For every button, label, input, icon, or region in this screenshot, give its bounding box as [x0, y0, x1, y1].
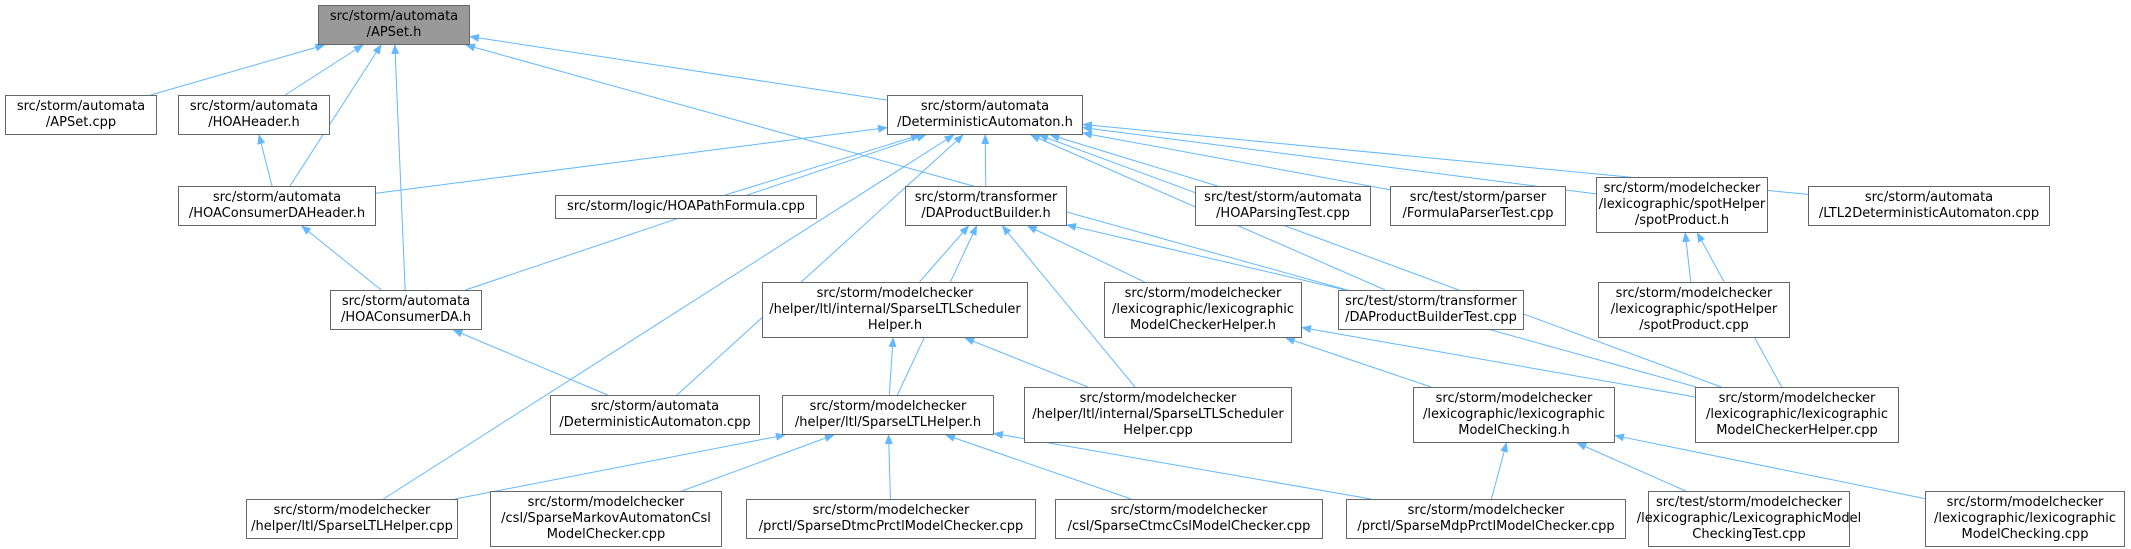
dependency-edge-n24-to-n17	[944, 434, 1132, 500]
dependency-edge-n11-to-n0	[391, 44, 406, 291]
node-sparseltlhelper-h[interactable]: src/storm/modelchecker /helper/ltl/Spars…	[782, 395, 994, 435]
dependency-edge-n13-to-n6	[1026, 225, 1145, 283]
node-lexicographicmodelcheckingtest-cpp[interactable]: src/test/storm/modelchecker /lexicograph…	[1637, 491, 1861, 547]
dependency-edge-n4-to-n2	[257, 134, 273, 187]
edge-layer	[150, 33, 1926, 500]
node-sparsemarkovautomatoncslmodelchecker-cpp[interactable]: src/storm/modelchecker /csl/SparseMarkov…	[490, 491, 722, 547]
node-lexicographicmodelchecking-h[interactable]: src/storm/modelchecker /lexicographic/le…	[1413, 387, 1615, 443]
dependency-edge-n4-to-n0	[289, 44, 382, 187]
node-hoaparsingtest-cpp[interactable]: src/test/storm/automata /HOAParsingTest.…	[1195, 186, 1371, 226]
dependency-edge-n21-to-n3	[383, 134, 955, 500]
node-hoapathformula-cpp[interactable]: src/storm/logic/HOAPathFormula.cpp	[555, 195, 817, 219]
dependency-edge-n11-to-n4	[301, 225, 382, 291]
dependency-edge-n12-to-n6	[919, 225, 970, 283]
node-lexicographicmodelcheckerhelper-h[interactable]: src/storm/modelchecker /lexicographic/le…	[1104, 282, 1302, 338]
dependency-edge-n20-to-n0	[464, 43, 1697, 388]
dependency-edge-n6-to-n3	[981, 134, 990, 187]
dependency-edge-n25-to-n17	[993, 431, 1372, 500]
dependency-edge-n20-to-n13	[1301, 325, 1696, 398]
node-apset-cpp[interactable]: src/storm/automata /APSet.cpp	[5, 95, 157, 135]
dependency-edge-n3-to-n0	[469, 33, 888, 101]
node-sparsectmccslmodelchecker-cpp[interactable]: src/storm/modelchecker /csl/SparseCtmcCs…	[1055, 499, 1323, 539]
node-hoaconsumerdaheader-h[interactable]: src/storm/automata /HOAConsumerDAHeader.…	[178, 186, 376, 226]
dependency-edge-n1-to-n0	[150, 43, 326, 96]
dependency-edge-n26-to-n19	[1576, 442, 1686, 492]
node-sparsemdpprctlmodelchecker-cpp[interactable]: src/storm/modelchecker /prctl/SparseMdpP…	[1346, 499, 1626, 539]
dependency-edge-n22-to-n17	[681, 434, 835, 492]
node-lexicographicmodelcheckerhelper-cpp[interactable]: src/storm/modelchecker /lexicographic/le…	[1695, 387, 1899, 443]
node-ltl2deterministicautomaton-cpp[interactable]: src/storm/automata /LTL2DeterministicAut…	[1808, 186, 2050, 226]
dependency-edge-n16-to-n11	[452, 329, 608, 396]
node-daproductbuilder-h[interactable]: src/storm/transformer /DAProductBuilder.…	[905, 186, 1067, 226]
node-daproductbuildertest-cpp[interactable]: src/test/storm/transformer /DAProductBui…	[1338, 290, 1524, 330]
dependency-edge-n27-to-n19	[1614, 433, 1926, 500]
node-sparseltlschedulerhelper-cpp[interactable]: src/storm/modelchecker /helper/ltl/inter…	[1024, 387, 1292, 443]
node-sparseltlschedulerhelper-h[interactable]: src/storm/modelchecker /helper/ltl/inter…	[762, 282, 1028, 338]
dependency-edge-n23-to-n17	[884, 434, 893, 500]
node-spotproduct-cpp[interactable]: src/storm/modelchecker /lexicographic/sp…	[1598, 282, 1790, 338]
dependency-edge-n19-to-n13	[1284, 337, 1432, 388]
node-formulaparsertest-cpp[interactable]: src/test/storm/parser /FormulaParserTest…	[1390, 186, 1566, 226]
dependency-edge-n18-to-n6	[1001, 225, 1136, 388]
dependency-edge-n2-to-n0	[284, 44, 364, 96]
dependency-edge-n25-to-n19	[1490, 442, 1508, 500]
dependency-edge-n9-to-n3	[1082, 124, 1597, 195]
node-deterministicautomaton-h[interactable]: src/storm/automata /DeterministicAutomat…	[887, 95, 1083, 135]
dependency-edge-n18-to-n12	[964, 337, 1089, 388]
dependency-edge-n8-to-n3	[1082, 130, 1391, 191]
dependency-edge-n15-to-n9	[1682, 232, 1692, 283]
dependency-edge-n5-to-n3	[724, 133, 921, 196]
node-hoaconsumerda-h[interactable]: src/storm/automata /HOAConsumerDA.h	[330, 290, 482, 330]
dependency-edge-n21-to-n17	[454, 432, 786, 500]
node-deterministicautomaton-cpp[interactable]: src/storm/automata /DeterministicAutomat…	[550, 395, 760, 435]
dependency-edge-n7-to-n3	[1049, 133, 1218, 187]
dependency-edge-n4-to-n3	[375, 124, 888, 194]
node-spotproduct-h[interactable]: src/storm/modelchecker /lexicographic/sp…	[1596, 177, 1768, 233]
node-lexicographicmodelchecking-cpp[interactable]: src/storm/modelchecker /lexicographic/le…	[1925, 491, 2125, 547]
dependency-edge-n17-to-n12	[888, 337, 897, 396]
node-hoaheader-h[interactable]: src/storm/automata /HOAHeader.h	[178, 95, 330, 135]
node-sparsedtmcprctlmodelchecker-cpp[interactable]: src/storm/modelchecker /prctl/SparseDtmc…	[746, 499, 1036, 539]
node-sparseltlhelper-cpp[interactable]: src/storm/modelchecker /helper/ltl/Spars…	[246, 499, 458, 539]
dependency-edge-n16-to-n3	[676, 134, 964, 396]
dependency-edge-n14-to-n6	[1066, 223, 1346, 291]
node-apset-h: src/storm/automata /APSet.h	[318, 5, 470, 45]
dependency-edge-n20-to-n3	[1038, 134, 1722, 388]
